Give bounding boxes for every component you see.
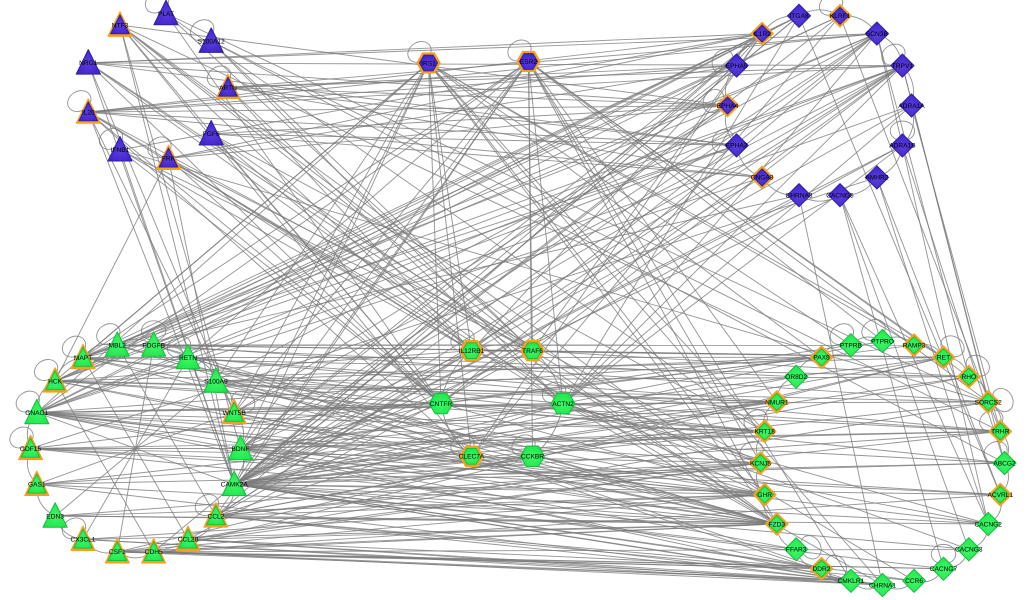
svg-text:FRK: FRK [162,156,176,163]
svg-text:S100A12: S100A12 [198,39,225,46]
svg-text:ABCG2: ABCG2 [993,460,1016,467]
svg-text:MBL2: MBL2 [109,342,127,349]
svg-text:CACNG3: CACNG3 [955,547,983,554]
svg-text:KLRF1: KLRF1 [830,13,851,20]
svg-text:RHO: RHO [961,374,976,381]
svg-text:FZD3: FZD3 [769,521,786,528]
svg-text:GHR: GHR [757,492,772,499]
svg-text:SORCS2: SORCS2 [975,399,1002,406]
svg-text:CDH5: CDH5 [145,549,163,556]
svg-text:CLEC7A: CLEC7A [459,454,485,461]
svg-text:CHRNA3: CHRNA3 [785,193,812,200]
svg-text:CSF1: CSF1 [109,549,126,556]
svg-text:MAPT: MAPT [74,355,92,362]
svg-text:KCNJ5: KCNJ5 [750,460,771,467]
svg-text:ARTN: ARTN [219,85,237,92]
svg-text:NTF3: NTF3 [112,22,129,29]
svg-text:EPHA5: EPHA5 [726,63,748,70]
svg-text:FFAR3: FFAR3 [786,547,807,554]
svg-text:ADRA1B: ADRA1B [889,143,916,150]
svg-text:CX3CL1: CX3CL1 [71,537,96,544]
svg-text:EDN3: EDN3 [46,513,64,520]
svg-text:AMHR2: AMHR2 [865,175,888,182]
svg-text:TRHR: TRHR [991,429,1010,436]
svg-text:ADRA1A: ADRA1A [898,103,925,110]
svg-text:OR8D2: OR8D2 [785,374,807,381]
svg-text:CHRNA1: CHRNA1 [869,582,896,589]
svg-text:EPHA3: EPHA3 [726,143,748,150]
svg-text:IFNB1: IFNB1 [111,147,130,154]
svg-text:CACNG5: CACNG5 [826,193,854,200]
svg-text:KRT18: KRT18 [754,429,775,436]
svg-text:GNAO1: GNAO1 [25,410,48,417]
svg-text:BDNF: BDNF [232,446,250,453]
svg-text:PLAT: PLAT [158,11,174,18]
svg-text:TRPV1: TRPV1 [892,63,914,70]
svg-text:CACNG7: CACNG7 [930,566,958,573]
svg-text:NRG1: NRG1 [79,60,98,67]
svg-text:SCN3B: SCN3B [866,31,889,38]
svg-text:PDGFB: PDGFB [142,342,165,349]
svg-text:CCL2: CCL2 [207,513,224,520]
svg-text:ESR2: ESR2 [520,59,538,66]
svg-text:PTPRB: PTPRB [840,343,863,350]
svg-text:CCKBR: CCKBR [521,454,544,461]
svg-text:CMKLR1: CMKLR1 [838,578,865,585]
svg-text:GAS1: GAS1 [28,482,46,489]
svg-text:WNT5B: WNT5B [223,410,247,417]
svg-text:CCL20: CCL20 [178,537,199,544]
svg-text:DDR2: DDR2 [813,566,831,573]
svg-text:GDF15: GDF15 [20,446,42,453]
svg-text:IRS1: IRS1 [421,60,436,67]
svg-text:RETN: RETN [179,355,197,362]
svg-text:ACVRL1: ACVRL1 [987,492,1013,499]
svg-text:NMUR1: NMUR1 [765,399,789,406]
svg-text:IL20: IL20 [82,109,95,116]
svg-text:CACNG2: CACNG2 [974,521,1002,528]
svg-text:IL12RB1: IL12RB1 [459,348,485,355]
svg-text:FGF6: FGF6 [203,131,220,138]
svg-text:RAMP3: RAMP3 [903,343,926,350]
svg-text:ACTN2: ACTN2 [552,401,574,408]
svg-text:TRAF6: TRAF6 [522,348,543,355]
svg-text:PAX8: PAX8 [813,355,830,362]
svg-text:CAMK2A: CAMK2A [221,482,249,489]
svg-text:HCK: HCK [48,378,63,385]
svg-text:IL1R2: IL1R2 [753,31,771,38]
svg-text:RET: RET [937,355,950,362]
svg-text:ITGA8: ITGA8 [789,13,808,20]
svg-text:CNGA3: CNGA3 [751,175,774,182]
svg-text:CCR6: CCR6 [905,578,923,585]
svg-text:CNTFR: CNTFR [430,401,453,408]
svg-text:PTPRO: PTPRO [871,338,894,345]
svg-text:S100A9: S100A9 [204,378,228,385]
svg-text:EPHA4: EPHA4 [717,103,739,110]
